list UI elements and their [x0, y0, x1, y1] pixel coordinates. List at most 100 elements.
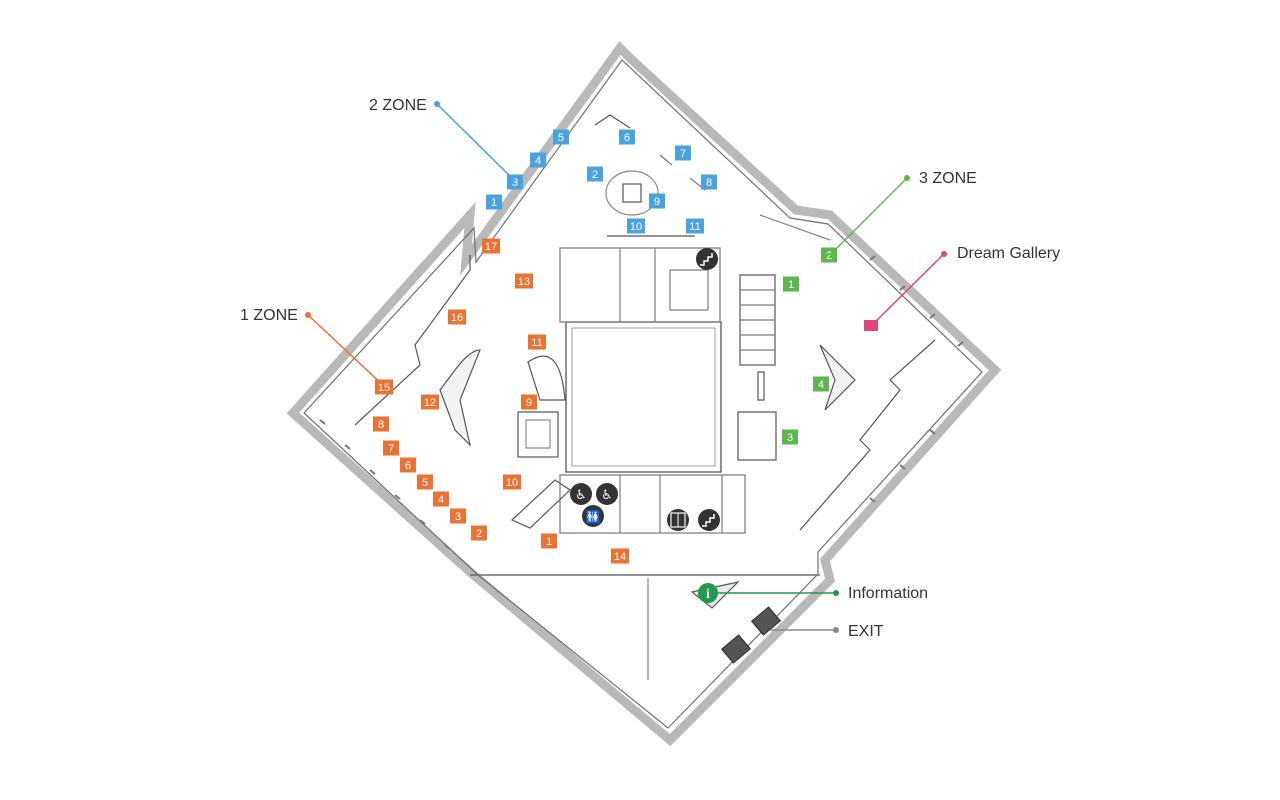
zone2-marker-label: 8 [706, 177, 712, 189]
zone2-marker-box [619, 129, 635, 145]
zone3-marker-box [813, 376, 829, 392]
zone1-marker-10[interactable]: 10 [503, 474, 521, 490]
zone3-marker-label: 2 [826, 250, 832, 262]
zone1-marker-label: 1 [546, 536, 552, 548]
zone1-marker-label: 17 [485, 241, 497, 253]
zone1-marker-13[interactable]: 13 [515, 273, 533, 289]
zone1-marker-12[interactable]: 12 [421, 394, 439, 410]
zone1-marker-17[interactable]: 17 [482, 238, 500, 254]
zone2-marker-box [530, 152, 546, 168]
zone2-marker-box [675, 145, 691, 161]
zone1-marker-label: 10 [506, 477, 518, 489]
zone1-label[interactable]: 1 ZONE [240, 307, 298, 324]
zone2-marker-6[interactable]: 6 [619, 129, 635, 145]
stairs-icon [698, 509, 720, 531]
zone2-marker-10[interactable]: 10 [627, 218, 645, 234]
zone1-marker-box [541, 533, 557, 549]
zone1-marker-2[interactable]: 2 [471, 525, 487, 541]
zone3-label[interactable]: 3 ZONE [919, 170, 977, 187]
dream-gallery-marker[interactable] [864, 320, 878, 331]
zone2-marker-box [627, 218, 645, 234]
svg-text:🚻: 🚻 [586, 510, 601, 524]
dream-gallery-label[interactable]: Dream Gallery [957, 245, 1060, 262]
information-icon[interactable]: i [698, 583, 718, 603]
elevator-icon [667, 509, 689, 531]
zone2-marker-11[interactable]: 11 [686, 218, 704, 234]
zone3-marker-label: 3 [787, 432, 793, 444]
zone1-marker-11[interactable]: 11 [528, 334, 546, 350]
zone1-marker-label: 2 [476, 528, 482, 540]
zone1-marker-3[interactable]: 3 [450, 508, 466, 524]
restroom-icon: 🚻 [582, 505, 604, 527]
zone3-marker-box [782, 429, 798, 445]
zone2-marker-8[interactable]: 8 [701, 174, 717, 190]
zone1-marker-box [400, 457, 416, 473]
zone1-marker-9[interactable]: 9 [521, 394, 537, 410]
information-label[interactable]: Information [848, 585, 928, 602]
wheelchair-icon: ♿ [570, 483, 592, 505]
zone2-marker-box [507, 174, 523, 190]
zone3-marker-label: 4 [818, 379, 824, 391]
zone2-marker-label: 6 [624, 132, 630, 144]
zone1-marker-box [482, 238, 500, 254]
zone2-marker-label: 2 [592, 169, 598, 181]
zone1-marker-label: 7 [388, 443, 394, 455]
zone2-label[interactable]: 2 ZONE [369, 97, 427, 114]
zone2-marker-5[interactable]: 5 [553, 129, 569, 145]
zone1-marker-8[interactable]: 8 [373, 416, 389, 432]
zone1-marker-label: 12 [424, 397, 436, 409]
callout-lines [305, 101, 947, 633]
zone1-marker-label: 5 [422, 477, 428, 489]
wheelchair-icon: ♿ [596, 483, 618, 505]
zone1-marker-box [528, 334, 546, 350]
zone2-marker-label: 5 [558, 132, 564, 144]
zone2-marker-2[interactable]: 2 [587, 166, 603, 182]
zone3-marker-4[interactable]: 4 [813, 376, 829, 392]
zone3-marker-box [783, 276, 799, 292]
building-walls [286, 41, 1002, 747]
zone1-marker-box [503, 474, 521, 490]
zone2-marker-box [701, 174, 717, 190]
zone3-marker-1[interactable]: 1 [783, 276, 799, 292]
zone2-marker-box [486, 194, 502, 210]
zone1-marker-15[interactable]: 15 [375, 379, 393, 395]
zone1-marker-box [373, 416, 389, 432]
zone1-marker-label: 4 [438, 494, 444, 506]
zone1-marker-label: 11 [531, 337, 542, 349]
zone1-marker-box [421, 394, 439, 410]
zone2-marker-9[interactable]: 9 [649, 193, 665, 209]
exit-label[interactable]: EXIT [848, 623, 884, 640]
zone1-marker-label: 6 [405, 460, 411, 472]
zone2-marker-box [553, 129, 569, 145]
zone2-marker-4[interactable]: 4 [530, 152, 546, 168]
zone1-marker-box [433, 491, 449, 507]
zone1-marker-1[interactable]: 1 [541, 533, 557, 549]
zone2-markers: 1 2 3 4 5 6 7 8 9 10 11 [486, 129, 717, 234]
zone2-marker-label: 4 [535, 155, 541, 167]
zone1-marker-label: 3 [455, 511, 461, 523]
zone3-marker-3[interactable]: 3 [782, 429, 798, 445]
zone1-marker-label: 14 [614, 551, 626, 563]
zone2-marker-box [686, 218, 704, 234]
zone1-marker-label: 16 [451, 312, 463, 324]
zone2-marker-1[interactable]: 1 [486, 194, 502, 210]
zone1-marker-label: 15 [378, 382, 390, 394]
zone1-marker-14[interactable]: 14 [611, 548, 629, 564]
zone1-marker-4[interactable]: 4 [433, 491, 449, 507]
zone2-marker-label: 10 [630, 221, 642, 233]
zone1-marker-7[interactable]: 7 [383, 440, 399, 456]
zone2-marker-box [587, 166, 603, 182]
zone1-marker-6[interactable]: 6 [400, 457, 416, 473]
zone2-marker-3[interactable]: 3 [507, 174, 523, 190]
zone1-marker-5[interactable]: 5 [417, 474, 433, 490]
zone1-marker-box [521, 394, 537, 410]
zone1-marker-label: 9 [526, 397, 532, 409]
zone1-marker-box [471, 525, 487, 541]
zone2-marker-box [649, 193, 665, 209]
zone2-marker-label: 3 [512, 177, 518, 189]
zone2-marker-7[interactable]: 7 [675, 145, 691, 161]
zone1-marker-label: 8 [378, 419, 384, 431]
zone1-marker-16[interactable]: 16 [448, 309, 466, 325]
